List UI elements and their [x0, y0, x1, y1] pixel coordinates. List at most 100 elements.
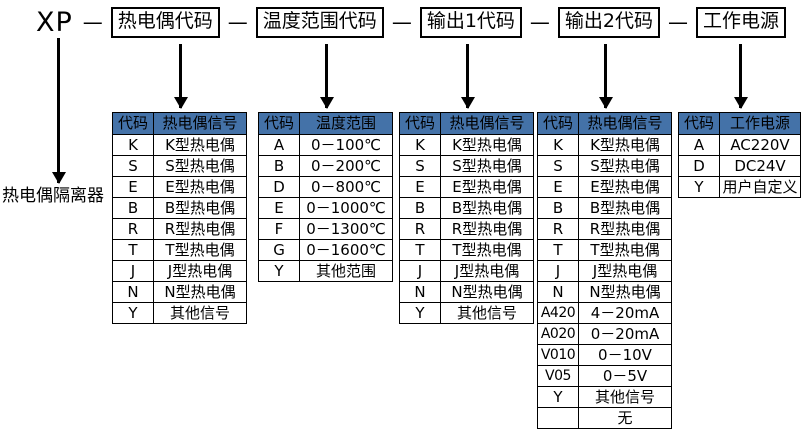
cell-description: J型热电偶 [578, 260, 672, 282]
cell-code: Y [678, 176, 720, 198]
cell-description: 0－200℃ [299, 155, 393, 177]
model-separator-dash: — [227, 10, 248, 34]
cell-code: B [537, 197, 579, 219]
cell-description: E型热电偶 [153, 176, 247, 198]
cell-description: 0－5V [578, 365, 672, 387]
cell-code: J [112, 260, 154, 282]
cell-code: T [399, 239, 441, 261]
model-separator-dash: — [391, 10, 412, 34]
arrow-to-power-supply-table [739, 44, 742, 108]
table-row: 无 [537, 407, 672, 429]
cell-description: 其他信号 [440, 302, 534, 324]
cell-description: 0－10V [578, 344, 672, 366]
cell-description: 0－1300℃ [299, 218, 393, 240]
cell-description: J型热电偶 [440, 260, 534, 282]
cell-code: K [537, 134, 579, 156]
cell-description: N型热电偶 [153, 281, 247, 303]
model-prefix-xp: XP [36, 6, 73, 38]
cell-code: B [112, 197, 154, 219]
column-header-range: 温度范围 [299, 112, 393, 135]
cell-description: S型热电偶 [440, 155, 534, 177]
cell-description: 其他范围 [299, 260, 393, 282]
cell-description: 0－100℃ [299, 134, 393, 156]
cell-description: 用户自定义 [719, 176, 801, 198]
cell-code: A420 [537, 302, 579, 324]
column-header-code: 代码 [678, 112, 720, 135]
cell-description: R型热电偶 [440, 218, 534, 240]
cell-description: 其他信号 [153, 302, 247, 324]
cell-code: S [112, 155, 154, 177]
cell-description: N型热电偶 [578, 281, 672, 303]
model-separator-dash: — [529, 10, 550, 34]
cell-description: T型热电偶 [440, 239, 534, 261]
cell-code: Y [112, 302, 154, 324]
cell-code: D [258, 176, 300, 198]
cell-description: R型热电偶 [578, 218, 672, 240]
cell-code: E [112, 176, 154, 198]
cell-code: J [537, 260, 579, 282]
cell-description: E型热电偶 [578, 176, 672, 198]
cell-code: D [678, 155, 720, 177]
cell-code: V010 [537, 344, 579, 366]
cell-code [537, 407, 579, 429]
cell-code: A [678, 134, 720, 156]
cell-description: AC220V [719, 134, 801, 156]
device-label: 热电偶隔离器 [2, 186, 104, 206]
cell-code: A [258, 134, 300, 156]
cell-code: B [399, 197, 441, 219]
cell-code: Y [399, 302, 441, 324]
model-box-thermocouple-code: 热电偶代码 [110, 6, 220, 38]
cell-code: N [112, 281, 154, 303]
cell-code: E [537, 176, 579, 198]
cell-description: 0－20mA [578, 323, 672, 345]
cell-description: J型热电偶 [153, 260, 247, 282]
cell-description: 其他信号 [578, 386, 672, 408]
cell-code: A020 [537, 323, 579, 345]
model-code-row: XP — 热电偶代码 — 温度范围代码 — 输出1代码 — 输出2代码 — 工作… [0, 0, 808, 44]
cell-code: E [258, 197, 300, 219]
cell-description: R型热电偶 [153, 218, 247, 240]
model-separator-dash: — [82, 10, 103, 34]
cell-description: B型热电偶 [578, 197, 672, 219]
cell-code: N [399, 281, 441, 303]
cell-code: G [258, 239, 300, 261]
cell-code: Y [258, 260, 300, 282]
column-header-signal: 热电偶信号 [153, 112, 247, 135]
column-header-signal: 热电偶信号 [578, 112, 672, 135]
